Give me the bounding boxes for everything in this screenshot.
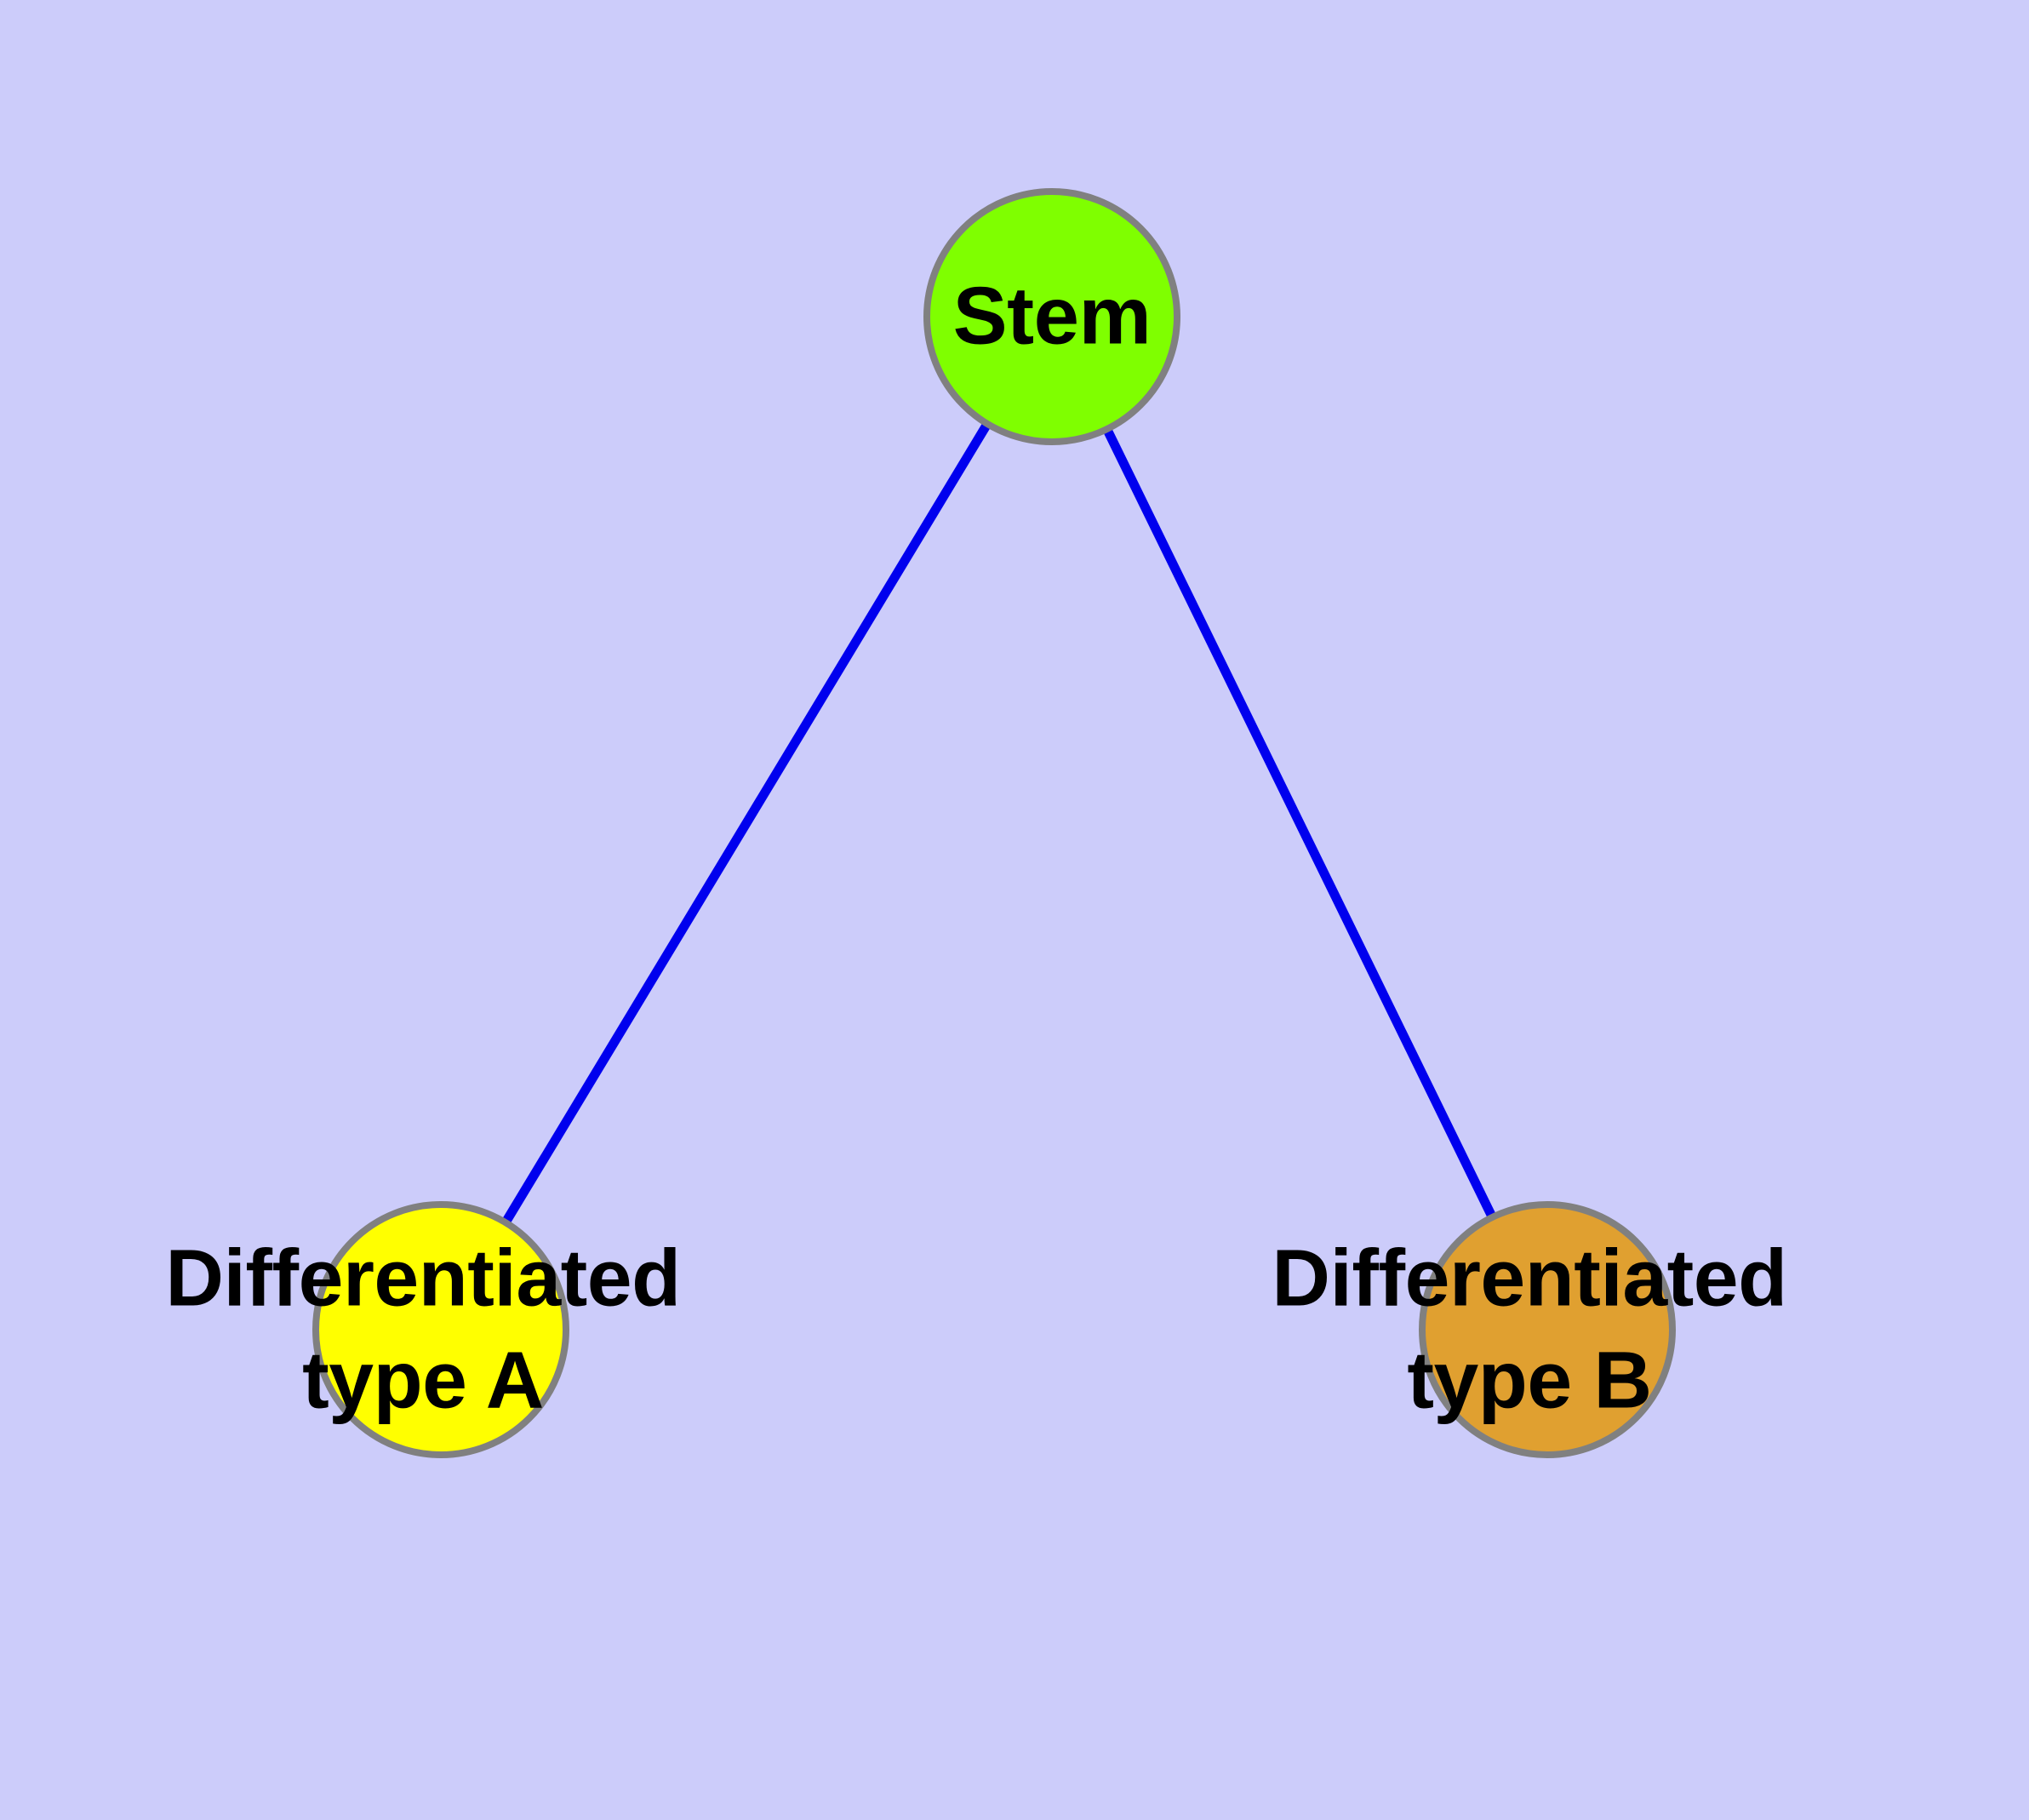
graph-edge-stem-to-a[interactable] [437,314,1056,1332]
node-layer [312,188,1676,1458]
graph-node-diff-a[interactable] [312,1201,569,1458]
edge-layer [437,314,1552,1332]
graph-edge-stem-to-b[interactable] [1048,314,1552,1332]
graph-node-stem[interactable] [923,188,1180,445]
graph-node-diff-b[interactable] [1419,1201,1676,1458]
